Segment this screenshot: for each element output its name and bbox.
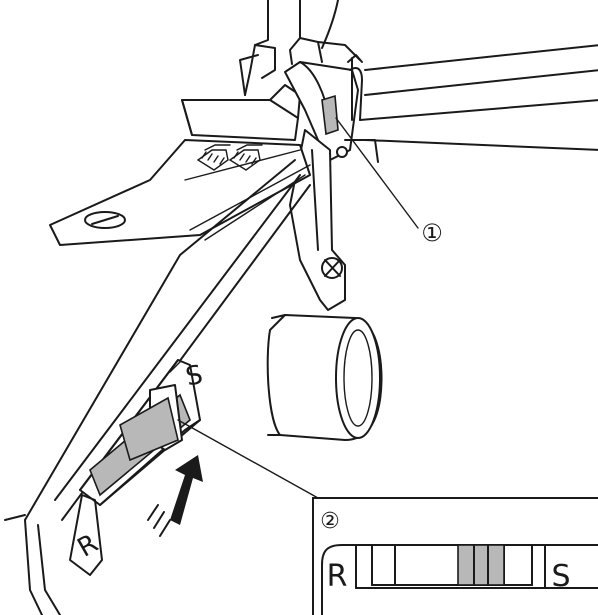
machine-upper-column <box>239 0 361 96</box>
slide-arrow-icon <box>147 455 203 537</box>
callout-2-label: ② <box>320 509 340 534</box>
callout-1: ① <box>421 219 443 247</box>
inset-mark-right: S <box>551 559 570 594</box>
inset-panel: ② R S <box>312 497 598 615</box>
leader-lines <box>177 117 419 499</box>
needle-plate <box>49 139 311 246</box>
stitch-lever-slot <box>69 359 201 576</box>
machine-mark-right: S <box>183 360 205 393</box>
callout-1-label: ① <box>421 219 443 247</box>
presser-foot <box>181 84 301 141</box>
inset-mark-left: R <box>327 559 348 594</box>
feed-dogs <box>196 144 263 171</box>
lever-arm <box>284 44 598 163</box>
roller <box>266 314 383 441</box>
